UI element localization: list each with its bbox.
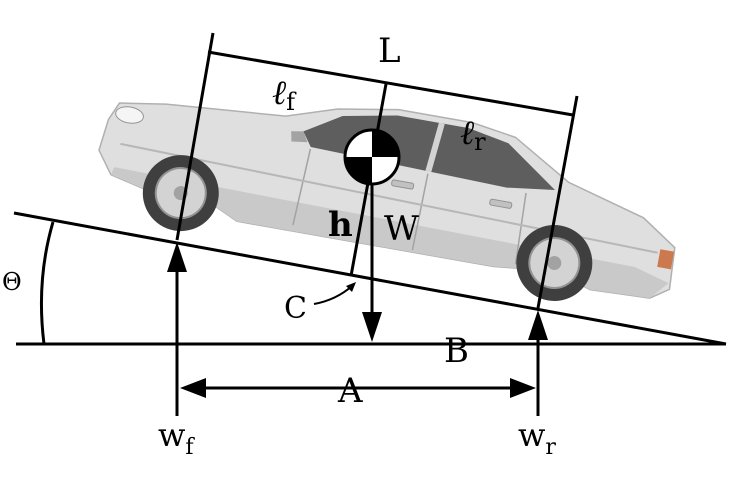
label-wr-main: w <box>518 416 545 454</box>
C-leader-head <box>346 282 356 292</box>
label-wr-sub: r <box>545 435 556 460</box>
door-seam-mid <box>411 173 429 251</box>
label-wr: wr <box>518 416 556 460</box>
label-lf: ℓf <box>272 73 297 116</box>
headlight <box>115 106 144 124</box>
label-h: h <box>328 205 353 245</box>
A-arrowhead-right <box>510 378 536 398</box>
rear-wheel <box>516 224 593 301</box>
label-lr-sub: r <box>474 128 486 156</box>
label-lf-main: ℓ <box>272 73 286 113</box>
label-W: W <box>384 209 419 249</box>
label-lr-main: ℓ <box>460 113 474 153</box>
incline-line <box>13 211 727 346</box>
label-wf-sub: f <box>185 435 195 460</box>
theta-arc <box>39 221 55 345</box>
door-handle-front <box>391 179 415 190</box>
L-dimension-line <box>207 50 574 117</box>
A-arrowhead-left <box>180 378 206 398</box>
label-A: A <box>337 371 363 411</box>
wr-arrowhead <box>528 310 548 340</box>
label-L: L <box>378 31 401 71</box>
label-wf: wf <box>158 416 195 460</box>
L-extension-front <box>175 32 215 241</box>
door-seam-front <box>292 148 312 226</box>
side-mirror <box>291 131 308 143</box>
window-pillar <box>425 122 445 173</box>
label-theta: Θ <box>2 268 22 296</box>
label-B: B <box>444 331 469 371</box>
door-handle-rear <box>489 198 513 209</box>
C-leader <box>313 285 353 305</box>
wf-arrowhead <box>167 242 187 272</box>
label-C: C <box>284 291 307 326</box>
car-illustration <box>98 102 676 301</box>
front-wheel <box>142 155 219 232</box>
label-lf-sub: f <box>286 88 297 116</box>
label-lr: ℓr <box>460 113 486 156</box>
weight-arrowhead <box>362 312 382 342</box>
L-extension-rear <box>536 95 579 309</box>
label-wf-main: w <box>158 416 185 454</box>
tail-light <box>657 249 675 270</box>
cg-marker-icon <box>343 128 401 186</box>
door-seam-rear <box>514 192 527 265</box>
